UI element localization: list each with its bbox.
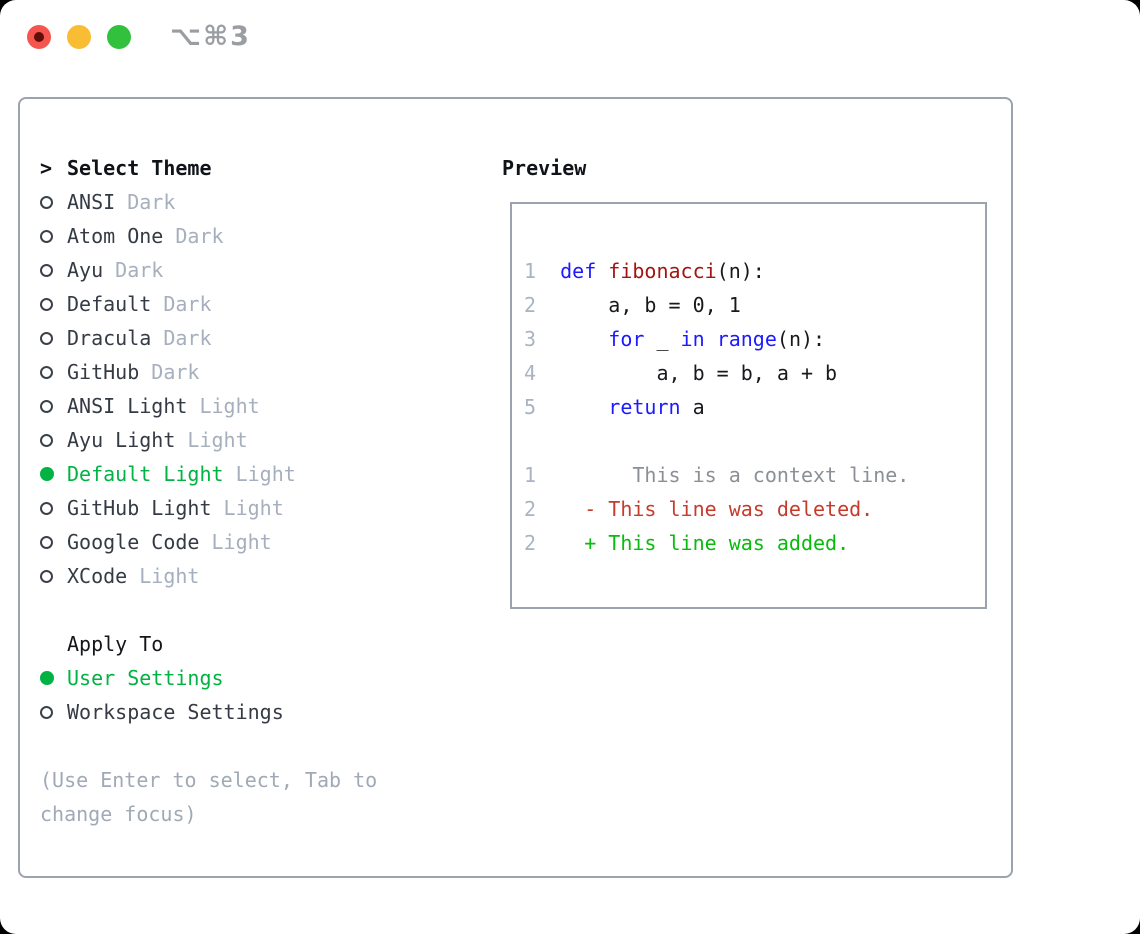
theme-option[interactable]: XCode Light (40, 559, 377, 593)
theme-option[interactable]: Dracula Dark (40, 321, 377, 355)
code-line: 4 a, b = b, a + b (524, 361, 838, 385)
option-label: Default (67, 292, 152, 316)
unsaved-dot-icon (34, 32, 44, 42)
zoom-button[interactable] (107, 25, 131, 49)
minimize-button[interactable] (67, 25, 91, 49)
prompt-icon: > (40, 156, 53, 180)
code-line: 1 def fibonacci(n): (524, 259, 765, 283)
line-number: 3 (524, 327, 561, 351)
spacer (40, 593, 377, 627)
line-number: 2 (524, 531, 561, 555)
apply-to-option[interactable]: User Settings (40, 661, 377, 695)
title-bar: ⌥⌘3 (0, 0, 1140, 74)
option-label: GitHub (67, 360, 140, 384)
option-variant: Dark (115, 190, 176, 214)
line-number: 2 (524, 497, 561, 521)
line-number: 4 (524, 361, 561, 385)
option-label: Ayu Light (67, 428, 176, 452)
apply-to-title: Apply To (67, 632, 164, 656)
apply-to-option[interactable]: Workspace Settings (40, 695, 377, 729)
theme-option[interactable]: GitHub Light Light (40, 491, 377, 525)
option-label: XCode (67, 564, 128, 588)
option-variant: Dark (163, 224, 224, 248)
option-label: Google Code (67, 530, 200, 554)
radio-icon (40, 263, 53, 277)
code-line: 5 return a (524, 395, 705, 419)
line-number: 1 (524, 259, 561, 283)
code-line (524, 424, 985, 458)
theme-option[interactable]: ANSI Dark (40, 185, 377, 219)
theme-option[interactable]: Google Code Light (40, 525, 377, 559)
radio-icon (40, 569, 53, 583)
theme-option[interactable]: Default Light Light (40, 457, 377, 491)
option-label: Default Light (67, 462, 224, 486)
radio-icon (40, 705, 53, 719)
option-variant: Light (187, 394, 260, 418)
option-variant: Light (211, 496, 284, 520)
spacer (40, 729, 377, 763)
option-label: GitHub Light (67, 496, 212, 520)
option-variant: Dark (103, 258, 164, 282)
line-number (524, 429, 560, 453)
theme-option[interactable]: Atom One Dark (40, 219, 377, 253)
code-line: 3 for _ in range(n): (524, 327, 826, 351)
line-number: 5 (524, 395, 561, 419)
option-variant: Light (223, 462, 296, 486)
theme-option[interactable]: GitHub Dark (40, 355, 377, 389)
option-variant: Dark (151, 326, 212, 350)
option-label: Dracula (67, 326, 152, 350)
radio-selected-icon (40, 671, 54, 685)
option-label: Ayu (67, 258, 104, 282)
theme-option[interactable]: Ayu Light Light (40, 423, 377, 457)
option-variant: Light (127, 564, 200, 588)
radio-icon (40, 399, 53, 413)
code-line: 2 a, b = 0, 1 (524, 293, 741, 317)
option-variant: Light (175, 428, 248, 452)
radio-icon (40, 331, 53, 345)
line-number: 1 (524, 463, 561, 487)
apply-to-header: Apply To (40, 627, 377, 661)
select-theme-title: Select Theme (67, 156, 212, 180)
option-variant: Light (199, 530, 272, 554)
option-variant: Dark (139, 360, 200, 384)
help-text-line-1: (Use Enter to select, Tab to (40, 768, 378, 792)
code-line: 2 - This line was deleted. (524, 497, 874, 521)
radio-icon (40, 535, 53, 549)
radio-icon (40, 297, 53, 311)
option-label: Atom One (67, 224, 164, 248)
preview-title: Preview (502, 156, 587, 180)
option-variant: Dark (151, 292, 212, 316)
theme-option[interactable]: Default Dark (40, 287, 377, 321)
option-label: ANSI Light (67, 394, 188, 418)
code-line: 2 + This line was added. (524, 531, 850, 555)
option-label: ANSI (67, 190, 116, 214)
option-label: User Settings (67, 666, 224, 690)
theme-option[interactable]: Ayu Dark (40, 253, 377, 287)
help-text-line-2: change focus) (40, 802, 197, 826)
preview-code-box: 1 def fibonacci(n): 2 a, b = 0, 1 3 for _ … (510, 202, 987, 609)
close-button[interactable] (27, 25, 51, 49)
radio-icon (40, 195, 53, 209)
option-label: Workspace Settings (67, 700, 284, 724)
radio-selected-icon (40, 467, 54, 481)
window-title: ⌥⌘3 (170, 21, 251, 52)
radio-icon (40, 433, 53, 447)
line-number: 2 (524, 293, 561, 317)
select-theme-header: > Select Theme (40, 151, 377, 185)
radio-icon (40, 229, 53, 243)
radio-icon (40, 365, 53, 379)
radio-icon (40, 501, 53, 515)
code-line: 1 This is a context line. (524, 463, 910, 487)
theme-option[interactable]: ANSI Light Light (40, 389, 377, 423)
